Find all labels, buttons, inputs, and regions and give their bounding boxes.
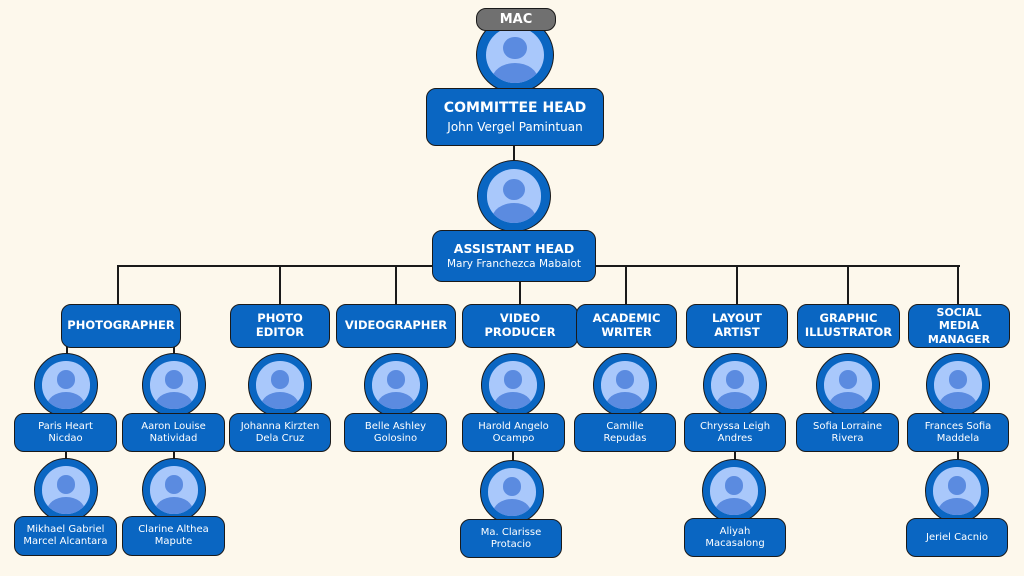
member-name: Belle Ashley Golosino xyxy=(344,413,447,452)
role-graphic-illustrator: GRAPHIC ILLUSTRATOR xyxy=(797,304,900,348)
connector xyxy=(395,265,397,305)
avatar-icon xyxy=(925,459,989,523)
avatar-icon xyxy=(34,353,98,417)
role-layout-artist: LAYOUT ARTIST xyxy=(686,304,788,348)
committee-head-node: COMMITTEE HEAD John Vergel Pamintuan xyxy=(426,88,604,146)
member-name: Frances Sofia Maddela xyxy=(907,413,1009,452)
role-photographer: PHOTOGRAPHER xyxy=(61,304,181,348)
avatar-icon xyxy=(702,459,766,523)
role-video-producer: VIDEO PRODUCER xyxy=(462,304,578,348)
role-academic-writer: ACADEMIC WRITER xyxy=(576,304,677,348)
role-videographer: VIDEOGRAPHER xyxy=(336,304,456,348)
role-title: COMMITTEE HEAD xyxy=(443,99,587,116)
connector xyxy=(736,265,738,305)
avatar-icon xyxy=(142,353,206,417)
member-name: Mikhael Gabriel Marcel Alcantara xyxy=(14,516,117,556)
person-name: Mary Franchezca Mabalot xyxy=(446,258,582,271)
avatar-icon xyxy=(926,353,990,417)
member-name: Aaron Louise Natividad xyxy=(122,413,225,452)
avatar-icon xyxy=(142,458,206,522)
member-name: Camille Repudas xyxy=(574,413,676,452)
mac-badge: MAC xyxy=(476,8,556,31)
avatar-icon xyxy=(593,353,657,417)
avatar-icon xyxy=(477,160,551,232)
connector xyxy=(279,265,281,305)
member-name: Ma. Clarisse Protacio xyxy=(460,519,562,558)
connector xyxy=(117,265,119,305)
connector xyxy=(625,265,627,305)
avatar-icon xyxy=(481,353,545,417)
assistant-head-node: ASSISTANT HEAD Mary Franchezca Mabalot xyxy=(432,230,596,282)
member-name: Sofia Lorraine Rivera xyxy=(796,413,899,452)
role-title: ASSISTANT HEAD xyxy=(453,241,575,257)
avatar-icon xyxy=(816,353,880,417)
connector xyxy=(513,140,515,164)
role-social-media-manager: SOCIAL MEDIA MANAGER xyxy=(908,304,1010,348)
role-photo-editor: PHOTO EDITOR xyxy=(230,304,330,348)
connector xyxy=(847,265,849,305)
avatar-icon xyxy=(248,353,312,417)
member-name: Jeriel Cacnio xyxy=(906,518,1008,557)
member-name: Johanna Kirzten Dela Cruz xyxy=(229,413,331,452)
member-name: Paris Heart Nicdao xyxy=(14,413,117,452)
person-name: John Vergel Pamintuan xyxy=(447,119,583,134)
member-name: Chryssa Leigh Andres xyxy=(684,413,786,452)
avatar-icon xyxy=(480,460,544,524)
avatar-icon xyxy=(34,458,98,522)
connector xyxy=(519,265,521,305)
member-name: Harold Angelo Ocampo xyxy=(462,413,565,452)
member-name: Aliyah Macasalong xyxy=(684,518,786,557)
avatar-icon xyxy=(364,353,428,417)
connector xyxy=(957,265,959,305)
avatar-icon xyxy=(703,353,767,417)
member-name: Clarine Althea Mapute xyxy=(122,516,225,556)
